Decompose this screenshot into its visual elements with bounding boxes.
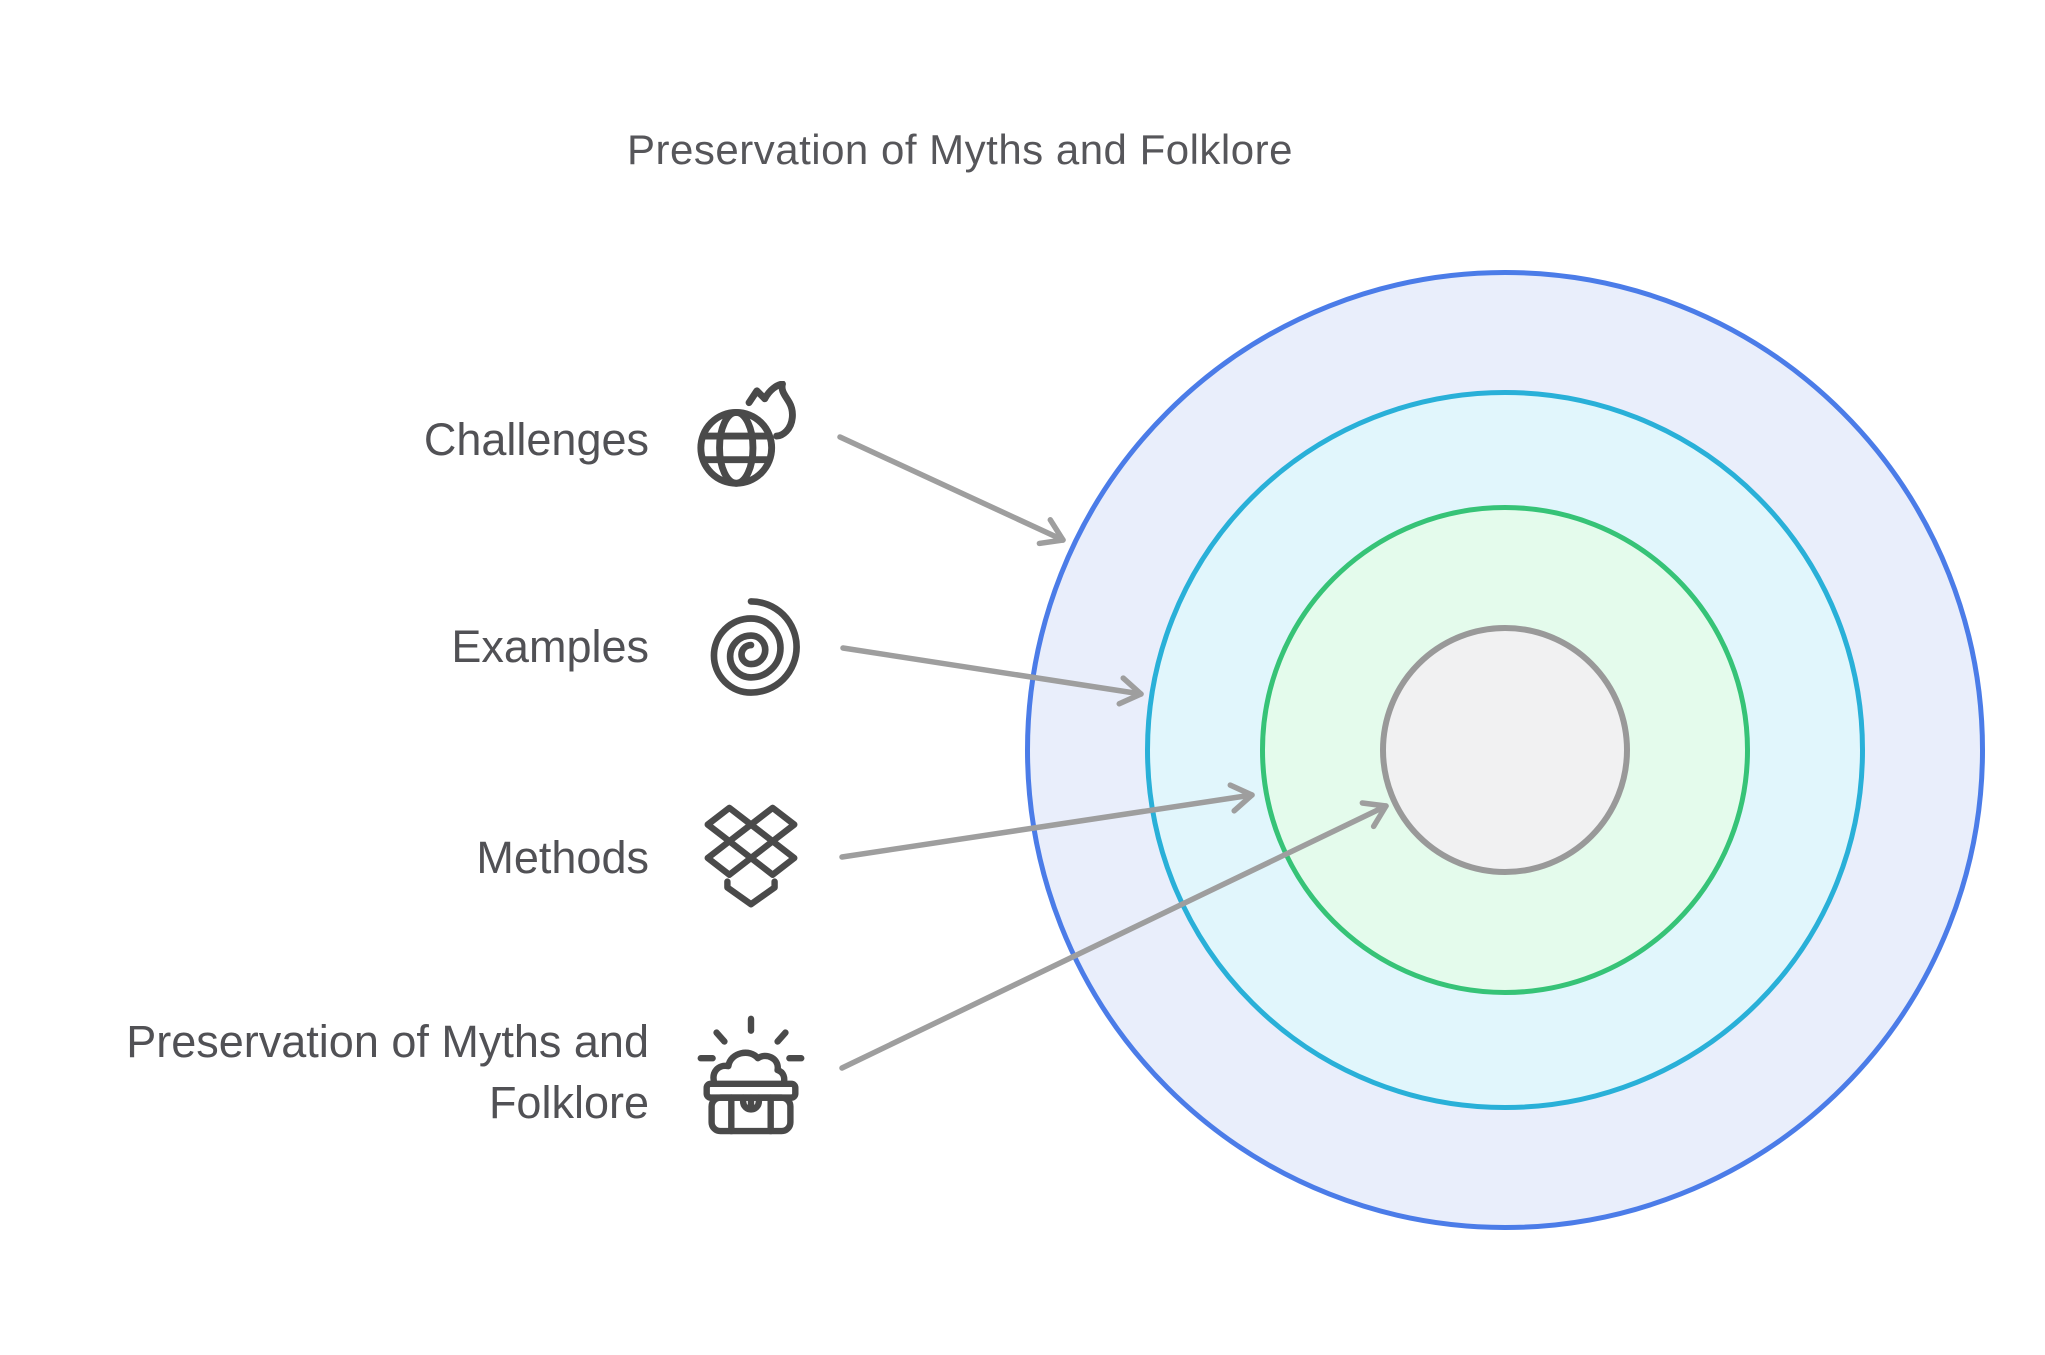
ring-preservation-core: [1380, 625, 1630, 875]
legend-row-methods: Methods: [40, 793, 815, 923]
examples-label: Examples: [451, 620, 649, 672]
legend-row-challenges: Challenges: [40, 375, 815, 505]
globe-fire-icon: [687, 381, 815, 499]
open-box-icon: [687, 799, 815, 917]
arrow-challenges: [837, 434, 1066, 547]
methods-label: Methods: [476, 831, 649, 883]
treasure-chest-icon: [687, 1009, 815, 1137]
challenges-label: Challenges: [423, 413, 649, 465]
preservation-label: Preservation of Myths and Folklore: [126, 1015, 649, 1128]
legend-row-preservation: Preservation of Myths and Folklore: [40, 1000, 815, 1145]
page-title: Preservation of Myths and Folklore: [627, 126, 1293, 173]
legend-row-examples: Examples: [40, 582, 815, 712]
spiral-icon: [687, 590, 815, 704]
